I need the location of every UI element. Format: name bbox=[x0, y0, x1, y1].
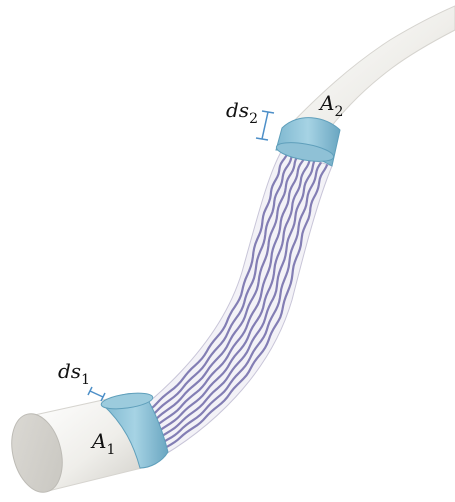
ds1-bracket bbox=[88, 387, 105, 401]
ds2-label: ds2 bbox=[226, 98, 258, 127]
ds2-bracket bbox=[256, 111, 274, 140]
ds1-label: ds1 bbox=[58, 359, 90, 388]
